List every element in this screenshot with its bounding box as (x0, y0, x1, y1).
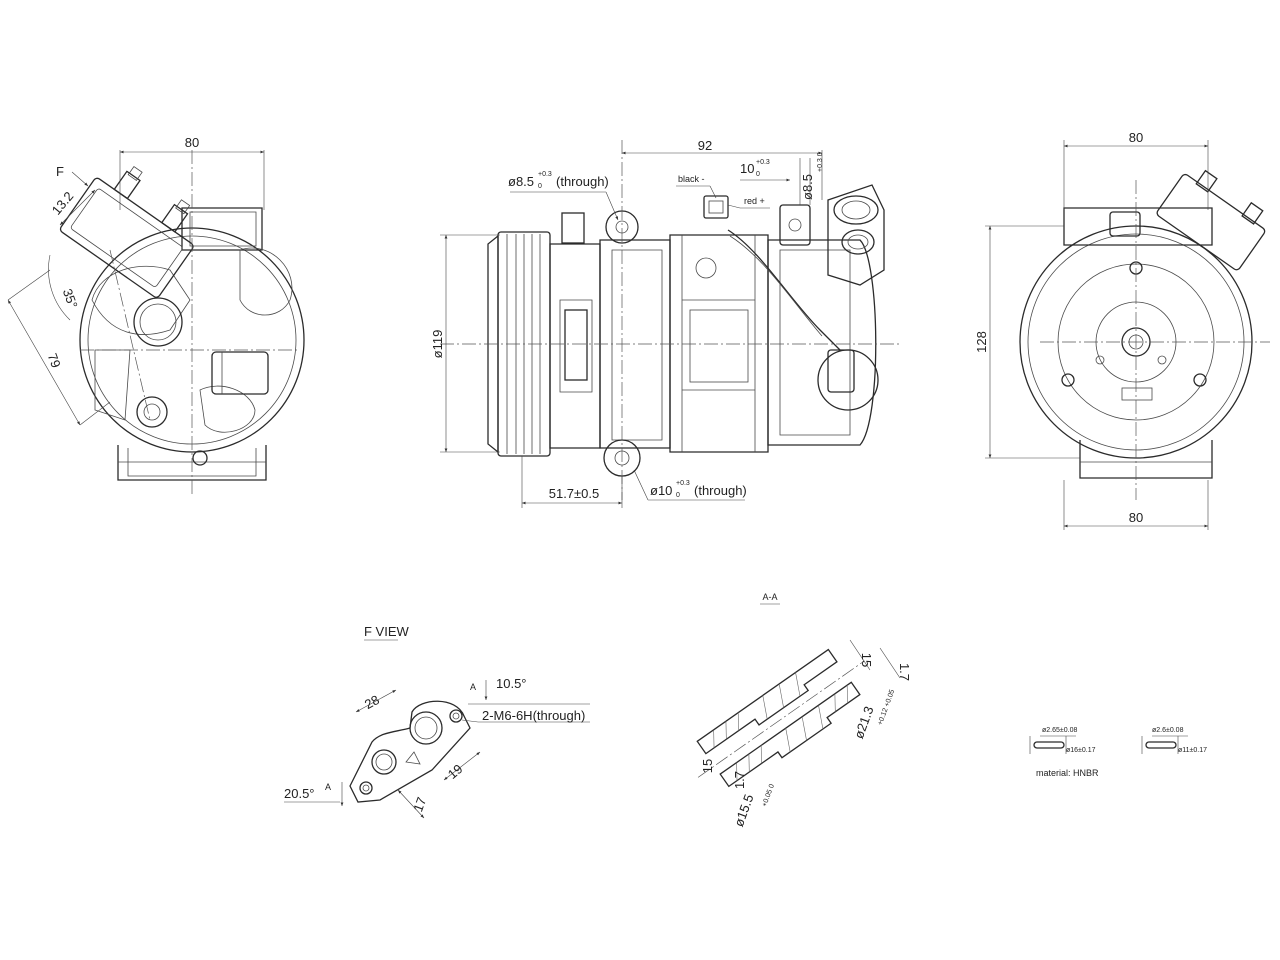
aa-1-7-bottom: 1.7 (732, 771, 747, 789)
top-hole-tol-lower: 0 (538, 183, 542, 190)
right-hole-dia: ø8.5 (800, 174, 815, 200)
section-aa: A-A 15 1.7 ø21.3 +0.12 +0.05 (696, 592, 912, 829)
aa-15-top: 15 (859, 653, 874, 667)
aa-dia-inner: ø15.5 (731, 792, 756, 828)
top-hole-dia: ø8.5 (508, 174, 534, 189)
fview-thread: 2-M6-6H(through) (482, 708, 585, 723)
f-view-flange: F VIEW 28 10.5° A 2-M6-6H(through) 19 17… (284, 624, 590, 819)
bottom-hole-tol-lower: 0 (676, 492, 680, 499)
center-length-dim: 92 (698, 138, 712, 153)
aa-15-bottom: 15 (700, 759, 715, 773)
aa-dia-inner-tol: +0.05 0 (761, 783, 776, 808)
aa-dia-outer-tol: +0.12 +0.05 (877, 689, 896, 727)
section-aa-title: A-A (762, 592, 777, 602)
view-arrow-f: F (56, 164, 64, 179)
fview-17-dim: 17 (410, 795, 429, 814)
bottom-hole-tol-upper: +0.3 (676, 480, 690, 487)
spacing-dim: 10 (740, 161, 754, 176)
top-hole-tol-upper: +0.3 (538, 171, 552, 178)
left-angle-offset-dim: 13.2 (49, 189, 77, 218)
bottom-hole-note: (through) (694, 483, 747, 498)
wire-red-label: red + (744, 196, 765, 206)
fview-angle-bottom: 20.5° (284, 786, 315, 801)
right-rear-view: 80 80 128 (974, 130, 1270, 530)
fview-19-dim: 19 (445, 761, 466, 782)
right-width-top-dim: 80 (1129, 130, 1143, 145)
right-width-bottom-dim: 80 (1129, 510, 1143, 525)
aa-1-7-top: 1.7 (897, 663, 912, 681)
center-diameter-dim: ø119 (430, 330, 445, 359)
o-ring-seals: ø2.65±0.08 ø16±0.17 ø2.6±0.08 ø11±0.17 m… (1029, 727, 1207, 778)
left-length-dim: 79 (45, 351, 64, 370)
top-hole-note: (through) (556, 174, 609, 189)
seal2-section: ø2.6±0.08 (1152, 727, 1184, 734)
left-width-dim: 80 (185, 135, 199, 150)
wire-black-label: black - (678, 174, 705, 184)
center-offset-dim: 51.7±0.5 (549, 486, 600, 501)
center-front-view: 92 ø119 51.7±0.5 ø8.5 +0.3 0 (through) 1… (430, 138, 900, 508)
fview-section-a-top: A (470, 682, 476, 692)
spacing-tol-lower: 0 (756, 171, 760, 178)
bottom-hole-dia: ø10 (650, 483, 672, 498)
right-hole-tol: +0.3 0 (817, 152, 824, 172)
right-height-dim: 128 (974, 331, 989, 353)
fview-28-dim: 28 (362, 692, 382, 712)
aa-dia-outer: ø21.3 (851, 704, 876, 740)
f-view-title: F VIEW (364, 624, 410, 639)
fview-angle-top: 10.5° (496, 676, 527, 691)
left-angle-dim: 35° (60, 287, 81, 311)
spacing-tol-upper: +0.3 (756, 159, 770, 166)
seal1-section: ø2.65±0.08 (1042, 727, 1077, 734)
seal2-id: ø11±0.17 (1178, 747, 1207, 754)
seal1-id: ø16±0.17 (1066, 747, 1096, 754)
left-side-view: 80 79 35° 13.2 F (7, 135, 305, 495)
seal-material: material: HNBR (1036, 768, 1099, 778)
fview-section-a-bottom: A (325, 782, 331, 792)
